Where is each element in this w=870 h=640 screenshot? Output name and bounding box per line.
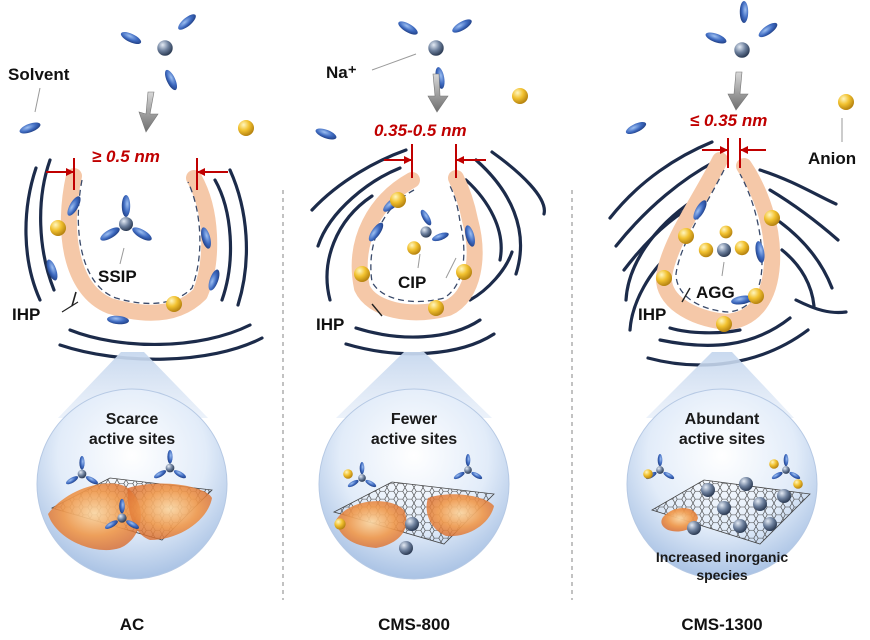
panel-title-cms1300: CMS-1300 <box>681 615 762 634</box>
sodium-label: Na⁺ <box>326 63 357 82</box>
descend-arrow <box>138 91 159 133</box>
panel-ac: Solvent SSIP IHP <box>8 11 264 634</box>
bubble-line1: Scarce <box>106 411 159 428</box>
ihp-label-2: IHP <box>316 315 344 334</box>
bubble-line2-3: active sites <box>679 431 765 448</box>
solvated-sodium-top-3 <box>704 1 780 58</box>
free-solvent <box>18 120 42 136</box>
agg-label: AGG <box>696 283 735 302</box>
descend-arrow-2 <box>427 73 449 113</box>
bubble-line1-2: Fewer <box>391 411 437 428</box>
cip-complex <box>418 208 450 243</box>
panel-title-cms800: CMS-800 <box>378 615 450 634</box>
ssip-label: SSIP <box>98 267 137 286</box>
bubble-line2: active sites <box>89 431 175 448</box>
solvent-label: Solvent <box>8 65 70 84</box>
pore-size-ac: ≥ 0.5 nm <box>92 147 160 166</box>
bubble-line1-3: Abundant <box>685 411 760 428</box>
anion-label: Anion <box>808 149 856 168</box>
ihp-label-1: IHP <box>12 305 40 324</box>
pore-size-cms1300: ≤ 0.35 nm <box>690 111 767 130</box>
pore-size-cms800: 0.35-0.5 nm <box>374 121 467 140</box>
inorganic-note-line1: Increased inorganic <box>656 549 788 565</box>
panel-cms-1300: Anion AGG IHP <box>608 1 856 634</box>
agg-cluster <box>698 225 750 258</box>
solvated-sodium-top <box>119 11 199 92</box>
bubble-line2-2: active sites <box>371 431 457 448</box>
panel-cms-800: Na⁺ <box>310 16 546 634</box>
anion-legend-dot <box>838 94 854 110</box>
descend-arrow-3 <box>727 71 749 111</box>
free-anion <box>238 120 254 136</box>
ihp-label-3: IHP <box>638 305 666 324</box>
ssip-complex <box>98 195 153 243</box>
panel-title-ac: AC <box>120 615 145 634</box>
inorganic-note-line2: species <box>696 567 748 583</box>
cip-label: CIP <box>398 273 426 292</box>
